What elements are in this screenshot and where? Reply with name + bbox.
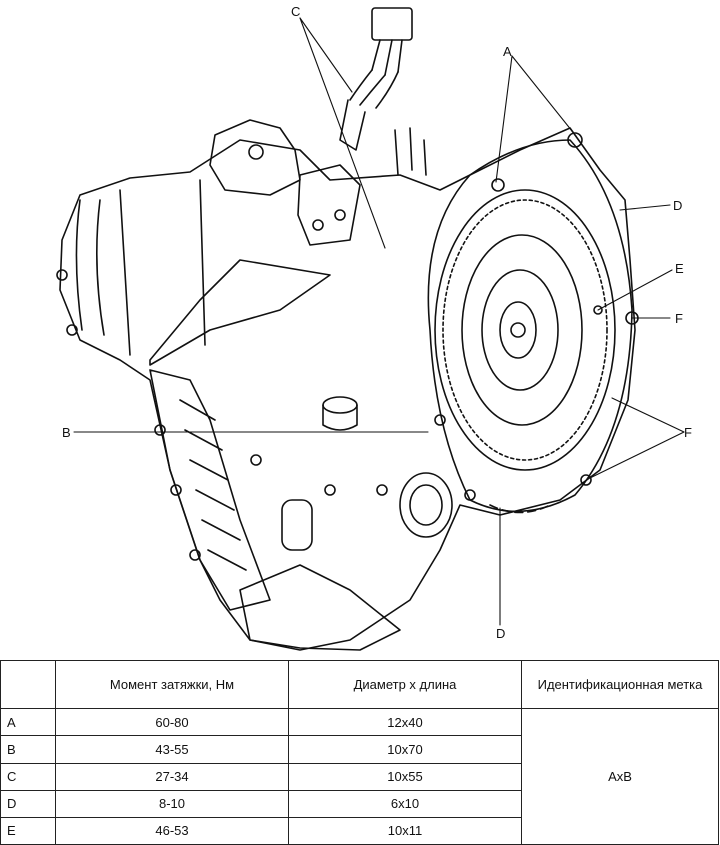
row-size: 12x40 — [288, 708, 522, 737]
row-size: 10x11 — [288, 816, 522, 845]
callout-d-top: D — [673, 198, 682, 213]
callout-d-bottom: D — [496, 626, 505, 641]
row-letter: A — [0, 708, 56, 737]
callout-b: B — [62, 425, 71, 440]
valve-body — [209, 119, 427, 246]
row-torque: 27-34 — [55, 762, 289, 791]
row-torque: 8-10 — [55, 789, 289, 818]
header-size: Диаметр х длина — [288, 659, 522, 710]
callout-leaders — [73, 17, 685, 626]
row-size: 10x55 — [288, 762, 522, 791]
row-size: 10x70 — [288, 735, 522, 764]
header-mark: Идентификационная метка — [521, 659, 719, 710]
header-torque: Момент затяжки, Нм — [55, 659, 289, 710]
row-torque: 60-80 — [55, 708, 289, 737]
table-header-row: Момент затяжки, Нм Диаметр х длина Идент… — [0, 659, 719, 710]
row-torque: 46-53 — [55, 816, 289, 845]
mount-bracket — [149, 259, 401, 651]
callout-c: C — [291, 4, 300, 19]
table-row: C 27-34 10x55 — [0, 762, 719, 791]
callout-f-bottom: F — [684, 425, 692, 440]
row-size: 6x10 — [288, 789, 522, 818]
output-seal — [322, 396, 453, 538]
callout-a: A — [503, 44, 512, 59]
torque-spec-table: Момент затяжки, Нм Диаметр х длина Идент… — [0, 659, 719, 845]
mark-cell: AxB — [521, 708, 719, 845]
table-row: E 46-53 10x11 — [0, 816, 719, 845]
table-row: D 8-10 6x10 — [0, 789, 719, 818]
wiring-connector — [339, 7, 413, 151]
row-letter: B — [0, 735, 56, 764]
transaxle-drawing: C A D E F F B D — [56, 4, 692, 651]
row-torque: 43-55 — [55, 735, 289, 764]
callout-e: E — [675, 261, 684, 276]
table-row: A 60-80 12x40 AxB — [0, 708, 719, 845]
row-letter: C — [0, 762, 56, 791]
callout-f-top: F — [675, 311, 683, 326]
header-letter — [0, 659, 56, 710]
table-row: B 43-55 10x70 — [0, 735, 719, 764]
row-letter: E — [0, 816, 56, 845]
row-letter: D — [0, 789, 56, 818]
transmission-case — [56, 127, 636, 651]
